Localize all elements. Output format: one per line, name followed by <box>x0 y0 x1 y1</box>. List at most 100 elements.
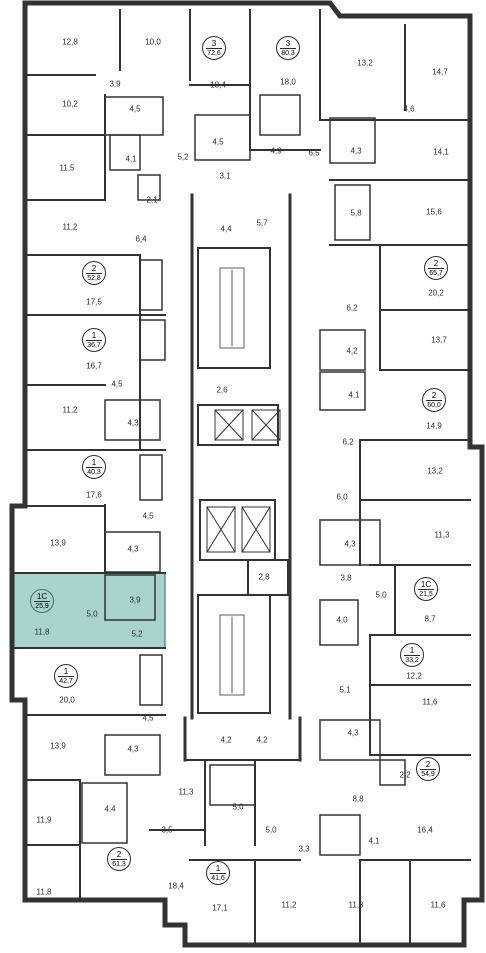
right-bath-units <box>319 329 406 856</box>
room-area: 2,2 <box>399 770 411 780</box>
room-area: 5,0 <box>375 590 387 600</box>
room-area: 11,3 <box>178 787 194 797</box>
room-area: 4,5 <box>142 511 154 521</box>
room-area: 4,3 <box>127 544 139 554</box>
apartment-type: 1 <box>215 864 221 873</box>
room-area: 20,0 <box>59 695 75 705</box>
room-area: 11,6 <box>430 900 446 910</box>
room-area: 17,5 <box>86 297 102 307</box>
bottom-bath-unit <box>209 764 256 806</box>
room-area: 3,9 <box>109 79 121 89</box>
apartment-area: 60,0 <box>426 400 442 409</box>
room-area: 6,2 <box>342 437 354 447</box>
room-area: 4,5 <box>142 713 154 723</box>
room-area: 4,1 <box>125 154 137 164</box>
room-area: 11,2 <box>62 405 78 415</box>
room-area: 11,9 <box>36 815 52 825</box>
room-area: 11,8 <box>348 900 364 910</box>
room-area: 4,2 <box>256 735 268 745</box>
room-area: 4,5 <box>212 137 224 147</box>
room-area: 4,6 <box>403 104 415 114</box>
room-area: 4,3 <box>127 418 139 428</box>
apartment-area: 52,8 <box>86 273 102 282</box>
room-area: 11,2 <box>62 222 78 232</box>
apartment-area: 80,3 <box>280 48 296 57</box>
room-area: 3,5 <box>161 825 173 835</box>
apartment-type: 2 <box>116 850 122 859</box>
room-area: 4,4 <box>220 224 232 234</box>
room-area: 5,2 <box>131 629 143 639</box>
room-area: 12,8 <box>62 37 78 47</box>
corridor-wall-right <box>288 193 302 762</box>
apartment-type: 3 <box>211 39 217 48</box>
apartment-area: 36,7 <box>86 340 102 349</box>
room-area: 4,3 <box>350 146 362 156</box>
room-area: 4,3 <box>344 539 356 549</box>
apartment-type: 2 <box>425 760 431 769</box>
apartment-type: 1 <box>63 667 69 676</box>
room-area: 17,6 <box>86 490 102 500</box>
apartment-type: 1С <box>36 592 48 601</box>
right-apartment-dividers <box>254 244 471 946</box>
apartment-type: 2 <box>431 391 437 400</box>
room-area: 11,3 <box>434 530 450 540</box>
room-area: 4,2 <box>220 735 232 745</box>
room-area: 13,2 <box>357 58 373 68</box>
apartment-area: 21,5 <box>418 589 434 598</box>
room-area: 14,9 <box>426 421 442 431</box>
room-area: 5,0 <box>265 825 277 835</box>
room-area: 2,8 <box>258 572 270 582</box>
room-area: 5,1 <box>339 685 351 695</box>
stair-treads <box>219 267 245 696</box>
room-area: 13,2 <box>427 466 443 476</box>
room-area: 4,5 <box>111 379 123 389</box>
room-area: 11,2 <box>281 900 297 910</box>
room-area: 4,1 <box>348 390 360 400</box>
room-area: 6,0 <box>336 492 348 502</box>
room-area: 17,1 <box>212 903 228 913</box>
top-bath-units <box>194 94 376 241</box>
room-area: 18,0 <box>280 77 296 87</box>
apartment-type: 1 <box>91 458 97 467</box>
bottom-apartment-dividers <box>149 759 301 861</box>
room-area: 5,0 <box>86 609 98 619</box>
room-area: 3,3 <box>298 844 310 854</box>
room-area: 8,8 <box>352 794 364 804</box>
room-area: 3,8 <box>340 573 352 583</box>
room-area: 16,7 <box>86 361 102 371</box>
room-area: 14,1 <box>433 147 449 157</box>
room-area: 18,4 <box>168 881 184 891</box>
room-area: 11,6 <box>422 697 438 707</box>
room-area: 2,1 <box>146 195 158 205</box>
apartment-type: 1С <box>420 580 432 589</box>
apartment-area: 61,3 <box>111 859 127 868</box>
apartment-area: 54,9 <box>420 769 436 778</box>
room-area: 11,5 <box>59 163 75 173</box>
apartment-area: 33,2 <box>404 655 420 664</box>
room-area: 5,7 <box>256 218 268 228</box>
outer-wall <box>9 0 485 948</box>
room-area: 4,1 <box>368 836 380 846</box>
room-area: 6,5 <box>308 148 320 158</box>
room-area: 10,2 <box>62 99 78 109</box>
room-area: 4,3 <box>127 744 139 754</box>
apartment-type: 2 <box>91 264 97 273</box>
top-apartment-dividers <box>189 9 471 181</box>
room-area: 3,9 <box>129 595 141 605</box>
room-area: 2,6 <box>216 385 228 395</box>
